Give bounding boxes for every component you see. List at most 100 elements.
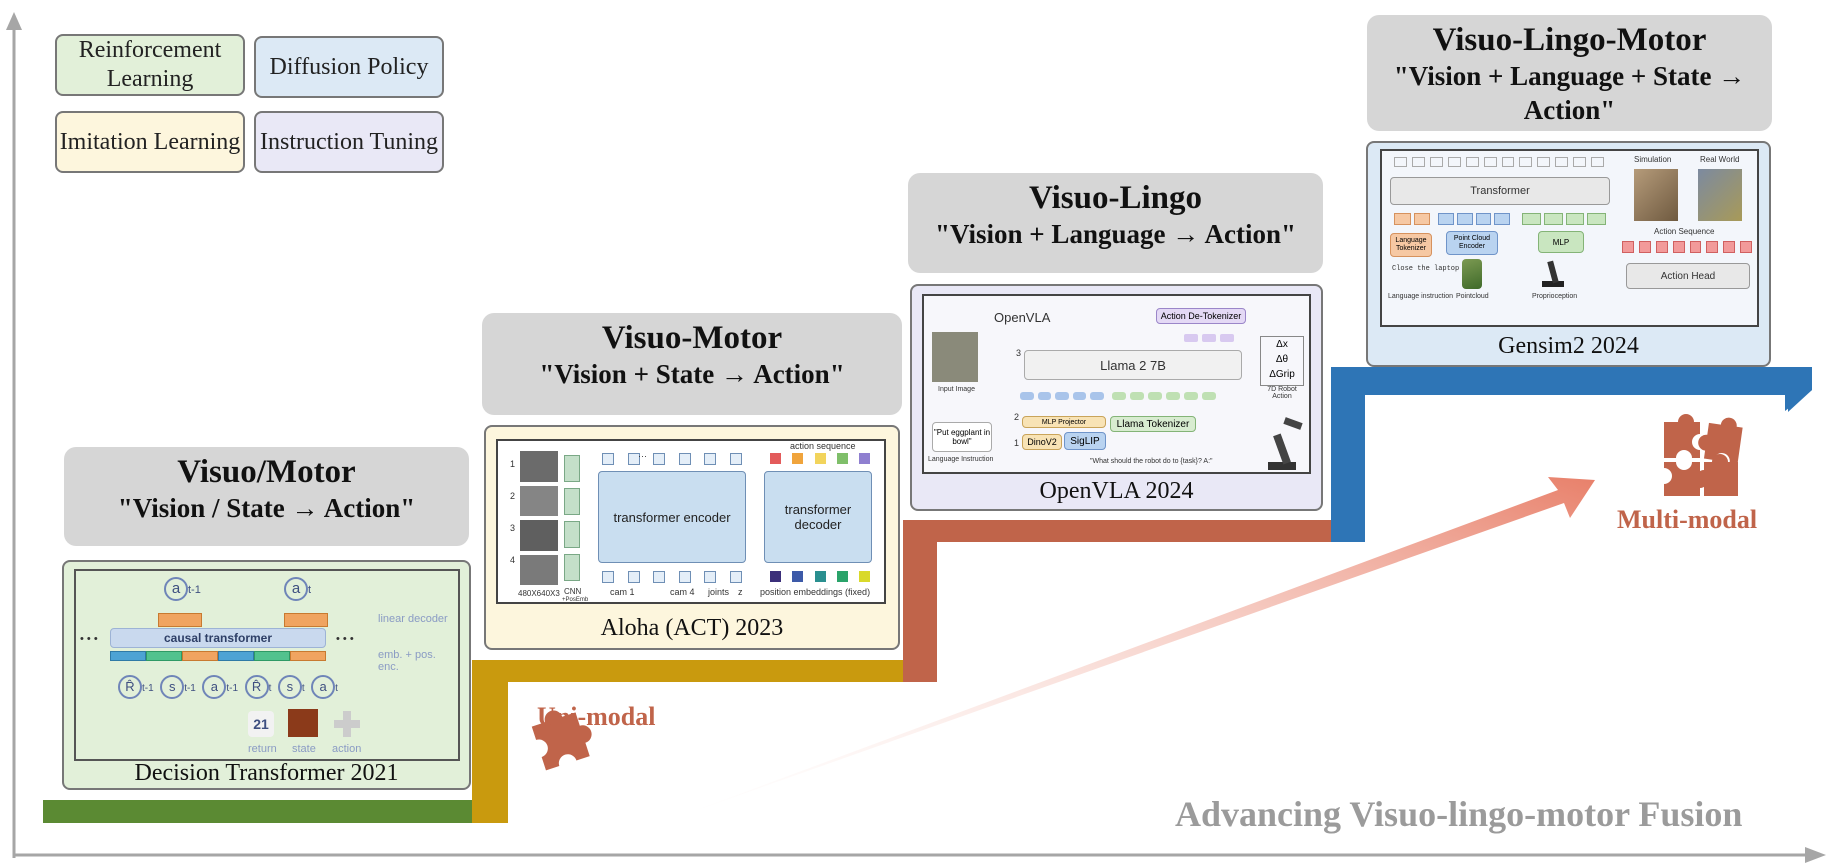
legend-reinforcement-learning: Reinforcement Learning <box>55 34 245 96</box>
aloha-pos-emb-label: position embeddings (fixed) <box>760 587 871 597</box>
y-axis <box>6 12 22 858</box>
aloha-cnn-blocks <box>564 455 580 581</box>
aloha-image-size: 480X640X3 <box>518 589 560 598</box>
gensim-real-world-label: Real World <box>1700 155 1740 164</box>
aloha-z-label: z <box>738 587 743 597</box>
legend-imitation-learning: Imitation Learning <box>55 111 245 173</box>
aloha-row-number: 2 <box>510 491 516 501</box>
stage-title: Visuo-Lingo-Motor <box>1432 22 1707 58</box>
dt-dots-right: • • • <box>336 633 354 645</box>
aloha-dots: ··· <box>638 451 647 461</box>
aloha-row-number: 3 <box>510 523 516 533</box>
card-caption: Gensim2 2024 <box>1498 333 1639 359</box>
card-aloha: 1 2 3 4 480X640X3 CNN +PosEmb transforme… <box>484 425 900 650</box>
gensim-real-world-image <box>1698 169 1742 221</box>
gensim-language-tokenizer: Language Tokenizer <box>1390 233 1432 257</box>
gensim-pointcloud-encoder: Point Cloud Encoder <box>1446 231 1498 255</box>
dt-causal-transformer: causal transformer <box>110 628 326 648</box>
openvla-dinov2: DinoV2 <box>1022 434 1062 450</box>
step-4 <box>1331 367 1790 542</box>
dt-return-label: return <box>248 743 277 755</box>
gensim-action-tokens <box>1622 241 1752 253</box>
gensim-action-head: Action Head <box>1626 263 1750 289</box>
dt-linear-decoder-label: linear decoder <box>378 613 448 625</box>
aloha-joints-label: joints <box>708 587 730 597</box>
dt-decoder-block <box>158 613 202 627</box>
openvla-lang-instr-label: Language Instruction <box>928 456 994 463</box>
gensim-pc-tokens <box>1438 213 1510 225</box>
dt-dots-left: • • • <box>80 633 98 645</box>
card-caption: Decision Transformer 2021 <box>134 760 399 786</box>
openvla-input-image <box>932 332 978 382</box>
card-caption: Aloha (ACT) 2023 <box>600 615 784 641</box>
gensim-proprio-tokens <box>1522 213 1606 225</box>
stage-subtitle: "Vision + State → Action" <box>539 359 845 389</box>
dt-emb-label: emb. + pos. enc. <box>378 649 436 673</box>
openvla-detok-tokens <box>1184 334 1234 342</box>
dt-action-label: action <box>332 743 362 755</box>
aloha-cam1-label: cam 1 <box>610 587 635 597</box>
step-2 <box>472 660 937 823</box>
dt-action-icon <box>334 711 360 737</box>
gensim-figure: Transformer Language Tokenizer Point Clo… <box>1380 149 1759 327</box>
openvla-step-2: 2 <box>1014 412 1020 422</box>
puzzle-group-icon <box>1664 414 1743 496</box>
multi-modal-label: Multi-modal <box>1617 505 1758 534</box>
openvla-vision-tokens <box>1020 392 1104 400</box>
dt-decoder-block <box>284 613 328 627</box>
aloha-action-tokens <box>770 453 870 465</box>
legend-diffusion-policy: Diffusion Policy <box>254 36 444 98</box>
openvla-detokenizer: Action De-Tokenizer <box>1156 308 1246 324</box>
stage-title: Visuo/Motor <box>177 454 356 490</box>
aloha-cam4-label: cam 4 <box>670 587 695 597</box>
fusion-arrow <box>675 477 1595 818</box>
aloha-posemb-label: +PosEmb <box>562 597 589 603</box>
openvla-question: "What should the robot do to {task}? A:" <box>1090 458 1213 465</box>
gensim-proprio-label: Proprioception <box>1532 293 1578 300</box>
aloha-position-embeddings <box>770 571 870 583</box>
aloha-row-number: 1 <box>510 459 516 469</box>
openvla-step-1: 1 <box>1014 438 1020 448</box>
openvla-robot-action-label: 7D Robot Action <box>1267 386 1297 400</box>
openvla-input-image-label: Input Image <box>938 386 975 393</box>
stage-header-visuo-motor-1: Visuo/Motor "Vision / State → Action" <box>64 447 469 546</box>
dt-state-image <box>288 709 318 737</box>
aloha-action-sequence-label: action sequence <box>790 441 856 451</box>
robot-arm-icon <box>1262 414 1303 470</box>
stage-subtitle: "Vision / State → Action" <box>117 493 416 523</box>
robot-arm-icon <box>1540 257 1570 287</box>
aloha-row-number: 4 <box>510 555 516 565</box>
aloha-transformer-decoder: transformer decoder <box>764 471 872 563</box>
card-openvla: OpenVLA Action De-Tokenizer Input Image … <box>910 284 1323 511</box>
gensim-simulation-image <box>1634 169 1678 221</box>
openvla-prompt: "Put eggplant in bowl" <box>932 422 992 452</box>
aloha-figure: 1 2 3 4 480X640X3 CNN +PosEmb transforme… <box>496 439 886 604</box>
dt-state-label: state <box>292 743 316 755</box>
openvla-llama: Llama 2 7B <box>1024 350 1242 380</box>
openvla-llama-tokenizer: Llama Tokenizer <box>1110 416 1196 432</box>
gensim-pointcloud-label: Pointcloud <box>1456 293 1489 300</box>
aloha-camera-images <box>520 451 558 585</box>
openvla-siglip: SigLIP <box>1064 432 1106 450</box>
fusion-label: Advancing Visuo-lingo-motor Fusion <box>1175 794 1743 834</box>
openvla-step-3: 3 <box>1016 348 1022 358</box>
stage-title: Visuo-Lingo <box>1029 180 1202 216</box>
aloha-transformer-encoder: transformer encoder <box>598 471 746 563</box>
openvla-mlp-projector: MLP Projector <box>1022 416 1106 428</box>
gensim-simulation-label: Simulation <box>1634 155 1672 164</box>
gensim-transformer: Transformer <box>1390 177 1610 205</box>
aloha-encoder-tokens <box>602 453 742 465</box>
step-1 <box>43 800 490 823</box>
aloha-cnn-label: CNN <box>564 587 582 596</box>
openvla-text-tokens <box>1112 392 1216 400</box>
gensim-lang-instr-label: Language instruction <box>1388 293 1453 300</box>
stage-header-visuo-lingo: Visuo-Lingo "Vision + Language → Action" <box>908 173 1323 273</box>
stage-subtitle: "Vision + Language + State → Action" <box>1393 61 1746 125</box>
gensim-pointcloud-image <box>1462 259 1482 289</box>
